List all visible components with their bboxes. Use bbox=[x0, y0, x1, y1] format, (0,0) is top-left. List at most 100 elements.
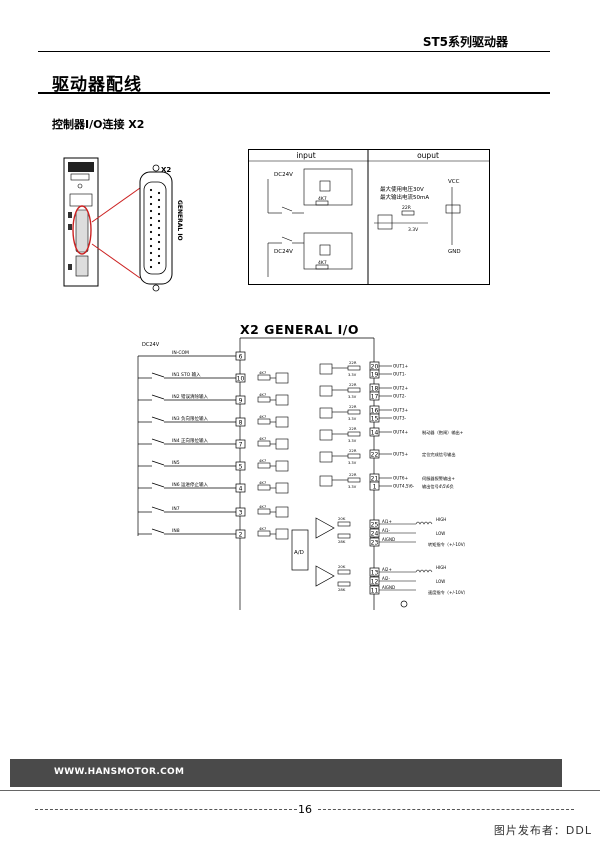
document-header-title: ST5系列驱动器 bbox=[422, 35, 508, 49]
input-label-2: IN8 bbox=[172, 528, 180, 534]
input-label-8: IN3 负向限位输入 bbox=[172, 415, 208, 422]
svg-text:22R: 22R bbox=[349, 426, 357, 431]
input-row-4: 4K7 IN6 运进停止输入 4 bbox=[138, 480, 289, 494]
output-gnd-label: GND bbox=[448, 249, 461, 255]
svg-text:20K: 20K bbox=[338, 516, 346, 521]
connector-label: X2 bbox=[161, 166, 171, 174]
svg-text:3.3V: 3.3V bbox=[348, 373, 357, 377]
svg-text:4K7: 4K7 bbox=[259, 370, 267, 375]
analog-pin-11: 11 bbox=[371, 587, 379, 594]
schematic-in-com: IN-COM bbox=[172, 350, 189, 356]
input-label-7: IN4 正向限位输入 bbox=[172, 437, 208, 444]
page-dash-right bbox=[318, 809, 574, 810]
connector-side-label: GENERAL IO bbox=[176, 200, 183, 241]
output-res-22r: 22R bbox=[402, 205, 411, 211]
input-label-4: IN6 运进停止输入 bbox=[172, 481, 208, 488]
input-row-10: 4K7 IN1 STO 输入 10 bbox=[138, 370, 289, 384]
output-pin-20: 20 bbox=[371, 363, 379, 370]
input-pin-10: 10 bbox=[237, 375, 245, 382]
output-signal-14: OUT4+ bbox=[393, 430, 409, 435]
input-pin-9: 9 bbox=[239, 397, 243, 404]
analog-pin-23: 23 bbox=[371, 539, 379, 546]
analog-low-1: LOW bbox=[436, 531, 445, 536]
page-dash-left bbox=[35, 809, 297, 810]
analog-pin-12: 12 bbox=[371, 578, 379, 585]
output-pin-19: 19 bbox=[371, 371, 379, 378]
section-title: 驱动器配线 bbox=[52, 75, 142, 95]
input-label-10: IN1 STO 输入 bbox=[172, 371, 201, 378]
input-row-2: 4K7 IN8 2 bbox=[138, 526, 289, 540]
output-signal-22: OUT5+ bbox=[393, 452, 409, 457]
analog-high-1: HIGH bbox=[436, 517, 446, 522]
svg-text:4K7: 4K7 bbox=[259, 458, 267, 463]
footer-url[interactable]: WWW.HANSMOTOR.COM bbox=[54, 767, 185, 777]
input-pin-4: 4 bbox=[239, 485, 243, 492]
analog-signal-13: AI2+ bbox=[382, 567, 392, 572]
svg-text:22R: 22R bbox=[349, 404, 357, 409]
svg-text:22R: 22R bbox=[349, 360, 357, 365]
footer-bar bbox=[10, 759, 562, 787]
analog-desc-1: 转矩指令（+/-10V） bbox=[428, 541, 468, 548]
svg-text:3.3V: 3.3V bbox=[348, 439, 357, 443]
input-dc24v-2: DC24V bbox=[274, 249, 293, 255]
output-pin-21: 21 bbox=[371, 475, 379, 482]
drive-connector-illustration: X2 GENERAL IO bbox=[63, 157, 183, 292]
input-pin-2: 2 bbox=[239, 531, 243, 538]
output-pin-22: 22 bbox=[371, 451, 379, 458]
output-desc-5: 定位完成信号输出 bbox=[422, 451, 456, 458]
section-rule bbox=[38, 92, 550, 94]
analog-pin-24: 24 bbox=[371, 530, 379, 537]
output-signal-21: OUT6+ bbox=[393, 476, 409, 481]
analog-signal-11: AIGND bbox=[382, 585, 395, 590]
input-pin-3: 3 bbox=[239, 509, 243, 516]
page-number: 16 bbox=[298, 803, 312, 816]
svg-text:22R: 22R bbox=[349, 448, 357, 453]
db25-connector bbox=[139, 164, 173, 292]
svg-text:4K7: 4K7 bbox=[259, 436, 267, 441]
output-signal-17: OUT2- bbox=[393, 394, 407, 399]
output-pin-15: 15 bbox=[371, 415, 379, 422]
input-label-9: IN2 错误清除输入 bbox=[172, 393, 208, 400]
output-signal-16: OUT3+ bbox=[393, 408, 409, 413]
input-pin-7: 7 bbox=[239, 441, 243, 448]
schematic-dc24v: DC24V bbox=[142, 342, 160, 348]
output-signal-1: OUT4,5\6- bbox=[393, 484, 415, 489]
input-dc24v-1: DC24V bbox=[274, 172, 293, 178]
output-pin-1: 1 bbox=[373, 483, 377, 490]
input-row-3: 4K7 IN7 3 bbox=[138, 504, 289, 518]
svg-text:4K7: 4K7 bbox=[259, 504, 267, 509]
output-desc-4: 制动器（抱闸）输出+ bbox=[422, 429, 464, 436]
output-max-current: 最大输出电流50mA bbox=[380, 193, 429, 201]
ad-converter-label: A/D bbox=[294, 550, 304, 556]
analog-pin-13: 13 bbox=[371, 569, 379, 576]
svg-text:4K7: 4K7 bbox=[259, 526, 267, 531]
svg-text:4K7: 4K7 bbox=[259, 480, 267, 485]
output-desc2-6: 输出信号4\5\6负 bbox=[422, 483, 454, 490]
input-pin-5: 5 bbox=[239, 463, 243, 470]
analog-input-2: 20K28K13AI2+12AI2-11AIGNDHIGHLOW速度指令（+/-… bbox=[315, 564, 468, 596]
output-title: ouput bbox=[417, 151, 439, 160]
output-pin-18: 18 bbox=[371, 385, 379, 392]
output-signal-19: OUT1- bbox=[393, 372, 407, 377]
header-rule bbox=[38, 51, 550, 52]
output-pin-17: 17 bbox=[371, 393, 379, 400]
input-label-3: IN7 bbox=[172, 506, 180, 512]
image-credit: 图片发布者：DDL bbox=[493, 824, 592, 837]
output-signal-18: OUT2+ bbox=[393, 386, 409, 391]
svg-text:28K: 28K bbox=[338, 587, 346, 592]
drive-body bbox=[63, 157, 99, 287]
output-signal-15: OUT3- bbox=[393, 416, 407, 421]
input-row-7: 4K7 IN4 正向限位输入 7 bbox=[138, 436, 289, 450]
output-pin-16: 16 bbox=[371, 407, 379, 414]
